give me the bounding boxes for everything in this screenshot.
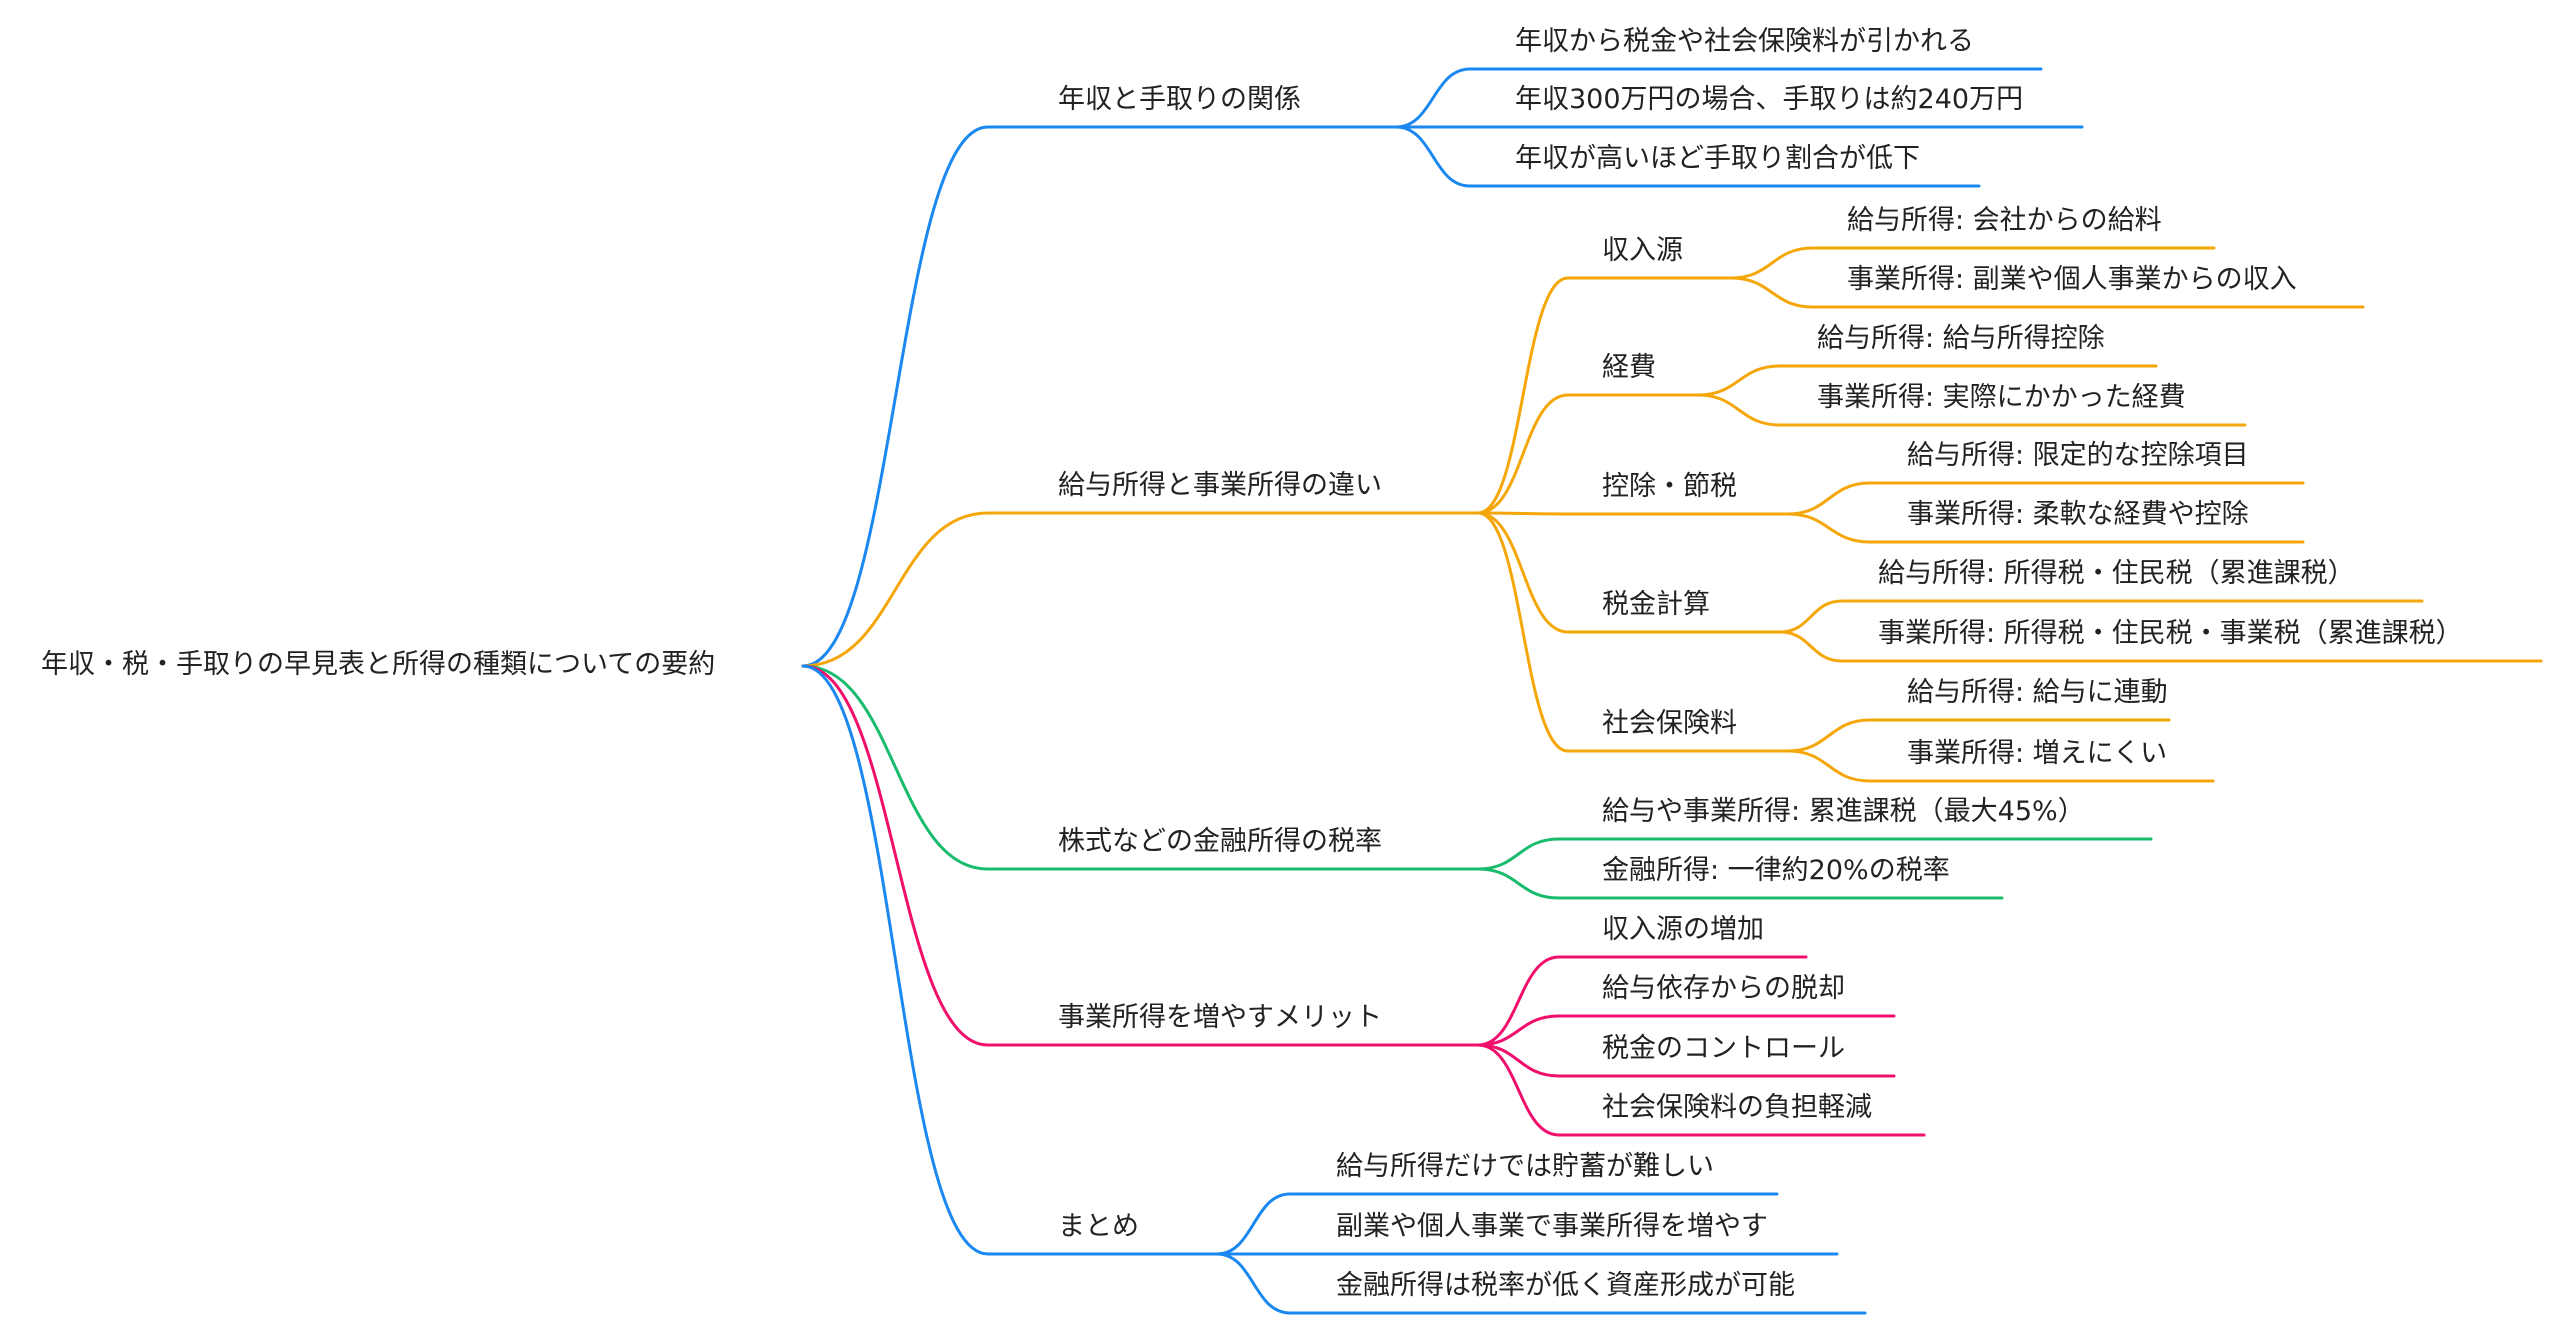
root-node[interactable]: 年収・税・手取りの早見表と所得の種類についての要約 [41,649,716,680]
leaf-link [1729,276,2365,309]
child-link [1476,1043,1926,1137]
child-node[interactable]: 収入源の増加 [1602,914,1764,945]
branch-link [801,664,1219,1256]
branch-node[interactable]: 株式などの金融所得の税率 [1058,826,1382,857]
branch-link [801,125,1398,668]
child-link [1394,125,1981,188]
child-node[interactable]: 金融所得: 一律約20%の税率 [1602,855,1950,886]
branch-node[interactable]: まとめ [1058,1211,1139,1242]
branch-link [801,664,1480,871]
leaf-node[interactable]: 給与所得: 会社からの給料 [1847,205,2162,236]
child-link [1476,393,1700,515]
child-link [1394,67,2043,129]
child-node[interactable]: 副業や個人事業で事業所得を増やす [1336,1211,1768,1242]
child-node[interactable]: 金融所得は税率が低く資産形成が可能 [1336,1270,1795,1301]
leaf-link [1778,599,2424,634]
leaf-node[interactable]: 給与所得: 限定的な控除項目 [1907,440,2249,471]
child-node[interactable]: 経費 [1602,352,1656,383]
branch-link [801,664,1480,1047]
leaf-node[interactable]: 給与所得: 給与所得控除 [1817,323,2105,354]
leaf-node[interactable]: 事業所得: 実際にかかった経費 [1817,382,2186,413]
leaf-link [1786,512,2305,544]
child-link [1476,511,1790,516]
child-link [1476,955,1808,1047]
child-link [1476,1014,1896,1047]
child-link [1476,1043,1896,1078]
child-node[interactable]: 税金のコントロール [1602,1033,1845,1064]
child-link [1215,1252,1867,1315]
child-node[interactable]: 給与や事業所得: 累進課税（最大45%） [1602,796,2085,827]
leaf-node[interactable]: 事業所得: 柔軟な経費や控除 [1907,499,2249,530]
leaf-node[interactable]: 給与所得: 所得税・住民税（累進課税） [1878,558,2355,589]
leaf-link [1786,718,2171,753]
branch-link [801,511,1480,668]
child-link [1476,511,1790,753]
child-link [1215,1192,1779,1256]
leaf-link [1696,364,2158,397]
child-node[interactable]: 年収から税金や社会保険料が引かれる [1515,26,1974,57]
child-node[interactable]: 年収が高いほど手取り割合が低下 [1515,143,1920,174]
child-link [1476,511,1782,634]
leaf-node[interactable]: 事業所得: 副業や個人事業からの収入 [1847,264,2297,295]
child-node[interactable]: 給与依存からの脱却 [1602,973,1845,1004]
child-node[interactable]: 給与所得だけでは貯蓄が難しい [1336,1151,1714,1182]
child-link [1476,276,1733,515]
child-node[interactable]: 収入源 [1602,235,1683,266]
child-node[interactable]: 税金計算 [1602,589,1710,620]
child-node[interactable]: 年収300万円の場合、手取りは約240万円 [1515,84,2024,115]
branch-node[interactable]: 事業所得を増やすメリット [1058,1002,1382,1033]
branch-node[interactable]: 給与所得と事業所得の違い [1058,470,1382,501]
leaf-link [1786,749,2215,783]
child-node[interactable]: 社会保険料 [1602,708,1737,739]
child-node[interactable]: 控除・節税 [1602,471,1737,502]
child-node[interactable]: 社会保険料の負担軽減 [1602,1092,1872,1123]
leaf-link [1786,481,2305,516]
leaf-link [1778,630,2543,663]
child-link [1476,867,2004,900]
child-link [1476,837,2153,871]
leaf-link [1729,246,2216,280]
leaf-node[interactable]: 事業所得: 増えにくい [1907,738,2168,769]
leaf-node[interactable]: 給与所得: 給与に連動 [1907,677,2168,708]
branch-node[interactable]: 年収と手取りの関係 [1058,84,1301,115]
leaf-link [1696,393,2247,427]
leaf-node[interactable]: 事業所得: 所得税・住民税・事業税（累進課税） [1878,618,2463,649]
